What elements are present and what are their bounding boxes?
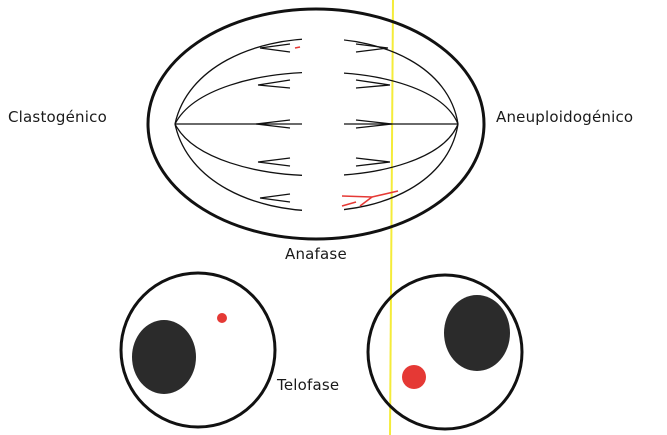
aneuploidogenic-label: Aneuploidogénico [496,108,633,126]
anaphase-label: Anafase [285,245,347,263]
micronucleus-large [402,365,426,389]
yellow-guide-line [390,0,393,435]
telophase-cell-left [121,273,275,427]
clastogenic-label: Clastogénico [8,108,107,126]
main-nucleus-right [444,295,510,371]
main-nucleus-left [132,320,196,394]
left-chromosomes [256,44,290,202]
telophase-label: Telofase [277,376,339,394]
micronucleus-small [217,313,227,323]
acentric-fragment [295,47,300,48]
right-chromosomes [356,44,392,166]
equatorial-gap [302,22,344,222]
anaphase-cell [148,9,484,239]
